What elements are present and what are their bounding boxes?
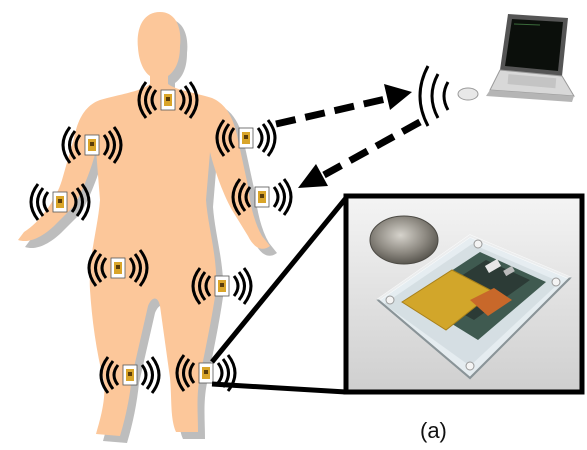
- sensor-device-photo: [343, 193, 585, 395]
- laptop-signal-waves: [418, 65, 450, 127]
- coin: [369, 215, 439, 265]
- human-silhouette-icon: [18, 12, 277, 443]
- body-skin: [18, 12, 270, 436]
- laptop-icon: [457, 14, 575, 102]
- wireless-link-arrows: [275, 84, 422, 188]
- figure-caption: (a): [420, 418, 447, 443]
- inset-connector-lines: [210, 196, 348, 395]
